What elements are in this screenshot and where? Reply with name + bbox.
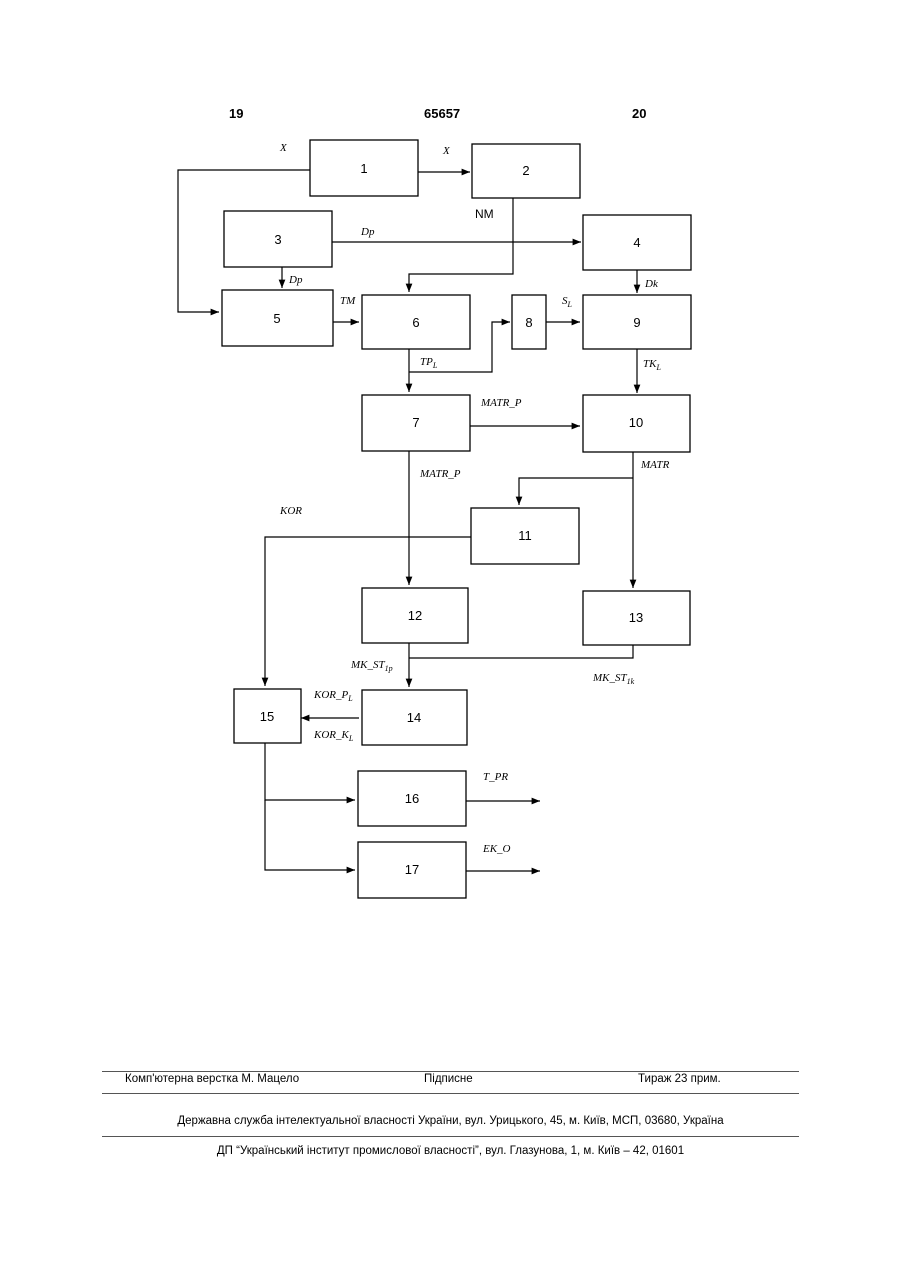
blocks bbox=[222, 140, 691, 898]
footer-rule-top bbox=[102, 1071, 799, 1072]
block-number: 12 bbox=[408, 608, 422, 623]
block-diagram: 1 2 3 4 5 6 7 8 9 10 11 12 13 14 15 16 1… bbox=[0, 0, 901, 1000]
block-number: 3 bbox=[274, 232, 281, 247]
label-kor-p: KOR_PL bbox=[313, 689, 353, 703]
label-matr-p-top: MATR_P bbox=[480, 397, 522, 409]
label-matr-p-left: MATR_P bbox=[419, 468, 461, 480]
label-ek-o: EK_O bbox=[482, 843, 511, 855]
footer-service-address: Державна служба інтелектуальної власност… bbox=[0, 1115, 901, 1127]
label-mk-st-k: MK_ST1k bbox=[592, 672, 635, 686]
block-number: 10 bbox=[629, 415, 643, 430]
footer-institute-address: ДП “Український інститут промислової вла… bbox=[0, 1145, 901, 1157]
block-number: 2 bbox=[522, 163, 529, 178]
block-number: 17 bbox=[405, 862, 419, 877]
label-tp: TPL bbox=[420, 356, 438, 370]
block-number: 14 bbox=[407, 710, 421, 725]
label-x-input: X bbox=[279, 142, 288, 154]
label-dp-left: Dp bbox=[288, 274, 303, 286]
block-number: 9 bbox=[633, 315, 640, 330]
arrow-15-to-16 bbox=[265, 743, 355, 800]
arrow-15-to-17 bbox=[265, 800, 355, 870]
block-number: 15 bbox=[260, 709, 274, 724]
label-tk: TKL bbox=[643, 358, 661, 372]
footer-signed: Підписне bbox=[424, 1073, 473, 1085]
label-dk: Dk bbox=[644, 278, 659, 290]
footer-layout-credit: Комп'ютерна верстка М. Мацело bbox=[125, 1073, 299, 1085]
block-number: 13 bbox=[629, 610, 643, 625]
label-mk-st-p: MK_ST1p bbox=[350, 659, 393, 673]
block-number: 4 bbox=[633, 235, 640, 250]
label-s: SL bbox=[562, 295, 573, 309]
footer-circulation: Тираж 23 прим. bbox=[638, 1073, 721, 1085]
block-number: 7 bbox=[412, 415, 419, 430]
footer-rule-bottom bbox=[102, 1136, 799, 1137]
block-number: 1 bbox=[360, 161, 367, 176]
footer-rule-middle bbox=[102, 1093, 799, 1094]
label-dp-top: Dp bbox=[360, 226, 375, 238]
line-13-to-14 bbox=[409, 645, 633, 658]
block-number: 8 bbox=[525, 315, 532, 330]
block-number: 6 bbox=[412, 315, 419, 330]
arrow-10-to-11 bbox=[519, 478, 633, 505]
label-kor-k: KOR_KL bbox=[313, 729, 354, 743]
label-kor: KOR bbox=[279, 505, 302, 517]
block-number: 16 bbox=[405, 791, 419, 806]
label-t-pr: T_PR bbox=[483, 771, 508, 783]
block-number: 11 bbox=[518, 528, 532, 543]
arrow-2-to-6 bbox=[409, 198, 513, 292]
label-nm: NM bbox=[475, 207, 494, 221]
label-matr: MATR bbox=[640, 459, 670, 471]
label-x-output: X bbox=[442, 145, 451, 157]
label-tm: TM bbox=[340, 295, 356, 307]
block-number: 5 bbox=[273, 311, 280, 326]
